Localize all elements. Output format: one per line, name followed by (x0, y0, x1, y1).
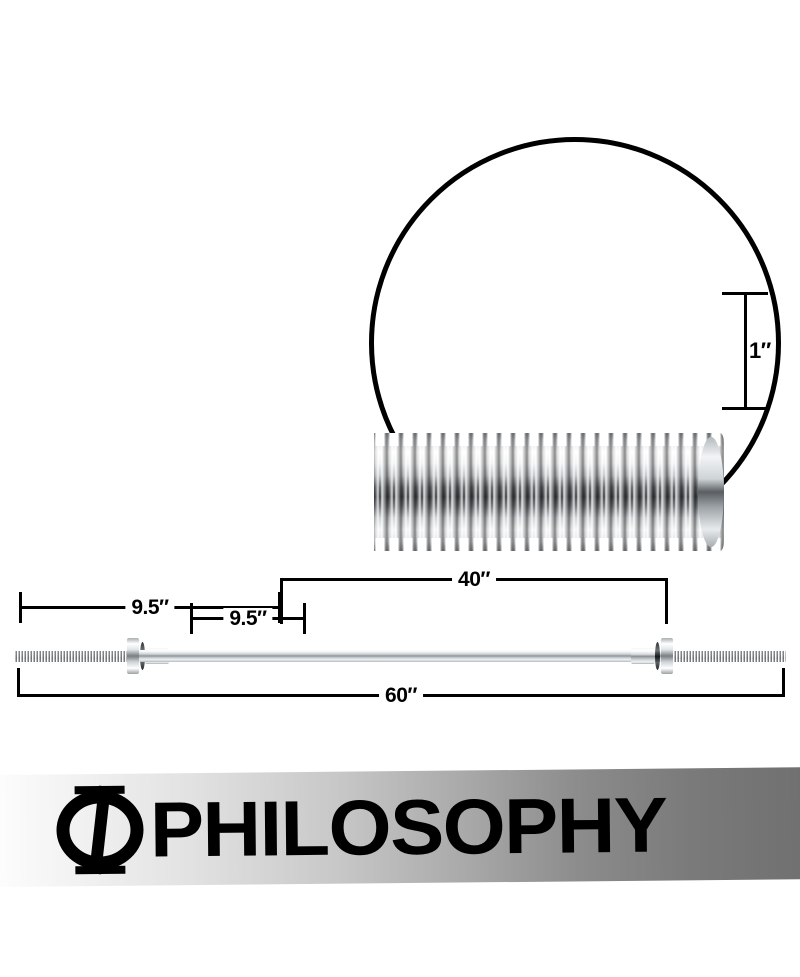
dimension-tick-left-60 (17, 668, 20, 697)
thread-crest-bottom (374, 538, 724, 551)
magnified-bar-end (374, 433, 724, 551)
bar-end-cap (698, 437, 724, 547)
phi-logo-icon (56, 784, 145, 877)
barbell-thread-left (14, 651, 127, 662)
magnifier-circle (369, 137, 781, 551)
dimension-inner-9-5: 9.5″ (190, 603, 306, 634)
dimension-tick-right-60 (782, 668, 785, 697)
dimension-left-sleeve-9-5: 9.5″ (19, 592, 281, 623)
dimension-tick-right-inner-9-5 (303, 603, 306, 634)
dimension-tick-left-40 (280, 578, 283, 624)
brand-content: PHILOSOPHY (0, 767, 800, 887)
brand-name: PHILOSOPHY (149, 780, 667, 874)
dimension-label-diameter: 1″ (748, 336, 772, 366)
knurled-thread-texture (374, 433, 724, 551)
barbell-thread-right (673, 651, 786, 662)
barbell-illustration (14, 630, 786, 682)
barbell-washer-right (655, 642, 660, 670)
dimension-bar-diameter: 1″ (722, 292, 772, 410)
dimension-line-vertical (744, 292, 747, 410)
dimension-tick-bottom (722, 407, 768, 410)
dimension-shaft-40: 40″ (280, 568, 668, 624)
barbell-sleeve-right (631, 648, 655, 664)
thread-crest-top (374, 433, 724, 446)
dimension-label-inner-9-5: 9.5″ (223, 607, 273, 630)
dimension-tick-left-inner-9-5 (190, 603, 193, 634)
brand-band: PHILOSOPHY (0, 767, 800, 887)
dimension-label-left-9-5: 9.5″ (125, 596, 175, 619)
barbell-shaft (139, 650, 661, 662)
barbell-collar-right (661, 638, 673, 674)
barbell-collar-left (127, 638, 139, 674)
dimension-total-60: 60″ (17, 668, 785, 707)
dimension-label-60: 60″ (379, 684, 423, 707)
dimension-tick-left-9-5 (19, 592, 22, 623)
dimension-tick-right-9-5 (278, 592, 281, 623)
dimension-label-40: 40″ (452, 568, 496, 591)
dimension-tick-right-40 (665, 578, 668, 624)
